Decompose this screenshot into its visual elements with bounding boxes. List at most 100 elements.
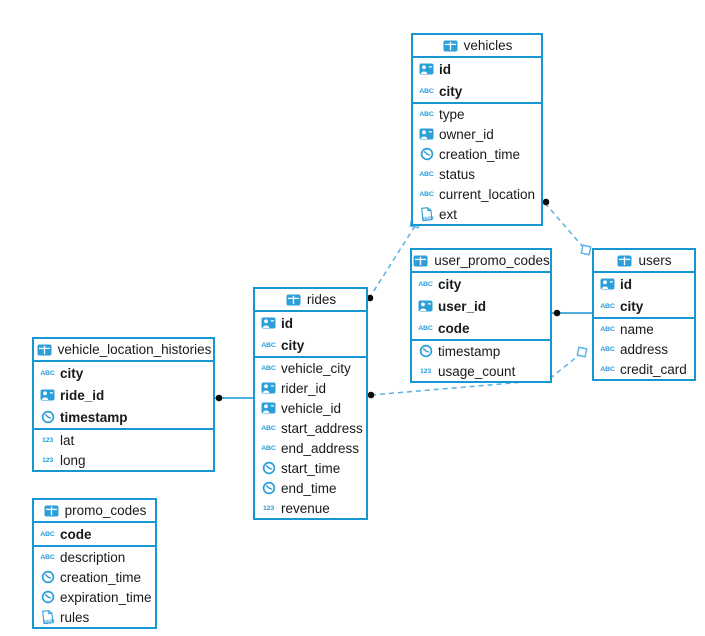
column-row-end_time[interactable]: end_time bbox=[255, 478, 366, 498]
column-name: city bbox=[60, 365, 84, 381]
text-type-icon: ABC bbox=[261, 444, 276, 452]
key-section-divider bbox=[255, 356, 366, 358]
column-name: ride_id bbox=[60, 387, 105, 403]
table-icon bbox=[43, 504, 60, 518]
clock-icon bbox=[260, 481, 277, 495]
column-row-owner_id[interactable]: owner_id bbox=[413, 124, 541, 144]
column-row-vehicle_id[interactable]: vehicle_id bbox=[255, 398, 366, 418]
table-header[interactable]: rides bbox=[255, 289, 366, 312]
column-name: start_address bbox=[281, 420, 363, 436]
column-row-start_address[interactable]: ABC start_address bbox=[255, 418, 366, 438]
column-row-creation_time[interactable]: creation_time bbox=[34, 567, 155, 587]
text-type-icon: ABC bbox=[418, 280, 433, 288]
relation-square-marker bbox=[580, 244, 592, 256]
id-badge-icon bbox=[418, 127, 435, 141]
relation-dot-marker bbox=[215, 394, 223, 402]
column-name: current_location bbox=[439, 186, 536, 202]
table-icon bbox=[616, 254, 633, 268]
column-row-end_address[interactable]: ABC end_address bbox=[255, 438, 366, 458]
column-row-user_id[interactable]: user_id bbox=[412, 295, 550, 317]
clock-icon bbox=[417, 344, 434, 358]
clock-icon bbox=[39, 570, 56, 584]
table-title: user_promo_codes bbox=[434, 253, 550, 268]
column-row-timestamp[interactable]: timestamp bbox=[412, 341, 550, 361]
id-badge-icon bbox=[599, 277, 616, 291]
column-row-timestamp[interactable]: timestamp bbox=[34, 406, 213, 428]
text-type-icon: ABC bbox=[40, 530, 55, 538]
table-header[interactable]: vehicles bbox=[413, 35, 541, 58]
column-name: long bbox=[60, 452, 86, 468]
column-row-id[interactable]: id bbox=[594, 273, 694, 295]
column-row-creation_time[interactable]: creation_time bbox=[413, 144, 541, 164]
column-name: ext bbox=[439, 206, 458, 222]
column-row-city[interactable]: ABC city bbox=[34, 362, 213, 384]
table-header[interactable]: user_promo_codes bbox=[412, 250, 550, 273]
connector-user_promo_codes-users[interactable] bbox=[552, 309, 592, 317]
text-type-icon: ABC bbox=[261, 424, 276, 432]
column-name: code bbox=[60, 526, 92, 542]
text-type-icon: ABC bbox=[418, 324, 433, 332]
column-name: id bbox=[439, 61, 451, 77]
connector-vehicle_location_histories-rides[interactable] bbox=[215, 394, 253, 402]
column-name: status bbox=[439, 166, 476, 182]
number-type-icon: 123 bbox=[41, 436, 54, 444]
column-row-id[interactable]: id bbox=[255, 312, 366, 334]
column-name: end_address bbox=[281, 440, 360, 456]
column-row-code[interactable]: ABC code bbox=[34, 523, 155, 545]
connector-rides-users[interactable] bbox=[367, 346, 588, 399]
column-name: city bbox=[439, 83, 463, 99]
column-row-expiration_time[interactable]: expiration_time bbox=[34, 587, 155, 607]
relation-line[interactable] bbox=[544, 202, 584, 248]
table-icon bbox=[285, 293, 302, 307]
table-header[interactable]: users bbox=[594, 250, 694, 273]
text-type-icon: ABC bbox=[419, 190, 434, 198]
table-header[interactable]: promo_codes bbox=[34, 500, 155, 523]
text-type-icon: ABC bbox=[600, 325, 615, 333]
table-header[interactable]: vehicle_location_histories bbox=[34, 339, 213, 362]
column-row-ride_id[interactable]: ride_id bbox=[34, 384, 213, 406]
column-name: vehicle_city bbox=[281, 360, 351, 376]
column-name: rider_id bbox=[281, 380, 327, 396]
connector-vehicles-users[interactable] bbox=[542, 198, 592, 256]
column-name: owner_id bbox=[439, 126, 494, 142]
column-row-id[interactable]: id bbox=[413, 58, 541, 80]
id-badge-icon bbox=[39, 388, 56, 402]
relation-dot-marker bbox=[553, 309, 561, 317]
relation-line[interactable] bbox=[369, 225, 416, 298]
column-name: start_time bbox=[281, 460, 341, 476]
text-type-icon: ABC bbox=[40, 369, 55, 377]
column-row-current_location[interactable]: ABC current_location bbox=[413, 184, 541, 204]
clock-icon bbox=[39, 410, 56, 424]
column-name: vehicle_id bbox=[281, 400, 342, 416]
text-type-icon: ABC bbox=[600, 302, 615, 310]
column-name: id bbox=[620, 276, 632, 292]
column-row-rider_id[interactable]: rider_id bbox=[255, 378, 366, 398]
key-section-divider bbox=[594, 317, 694, 319]
column-row-start_time[interactable]: start_time bbox=[255, 458, 366, 478]
